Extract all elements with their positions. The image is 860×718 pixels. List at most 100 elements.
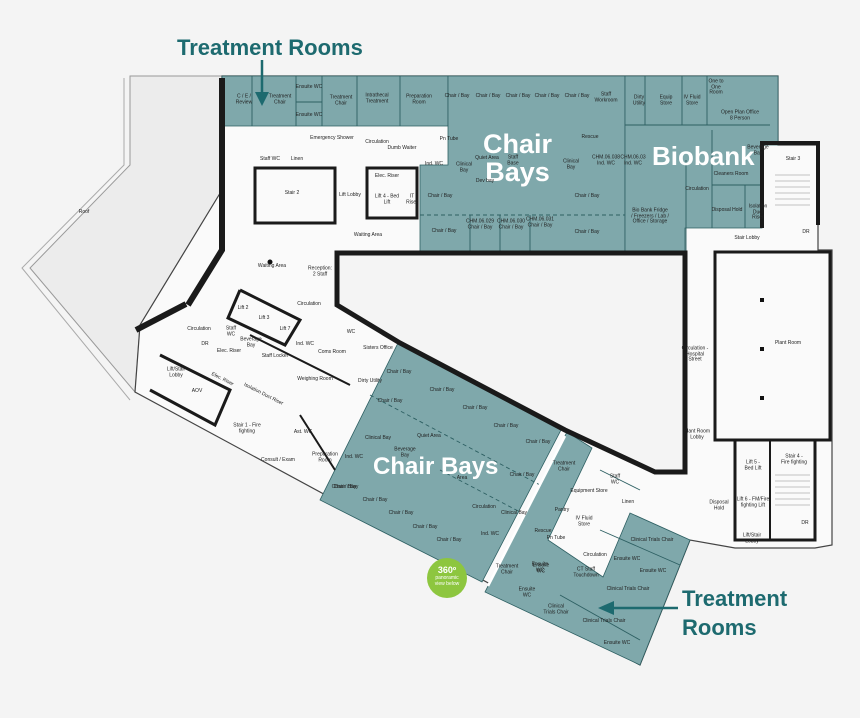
room-label-ast-wc: Ast. WC: [293, 429, 313, 436]
plant-room-wall: [713, 250, 832, 442]
room-label-chair-bay: Chair / Bay: [525, 439, 551, 446]
room-label-plant-room-lobby: Plant Room Lobby: [683, 428, 711, 440]
room-label-pn-tube: Pn Tube: [439, 136, 459, 143]
room-label-clinical-trials-chair: Clinical Trials Chair: [582, 618, 626, 625]
room-label-intrathecal-treatment: Intrathecal Treatment: [365, 92, 389, 104]
room-label-chair-bay: Chair / Bay: [493, 423, 519, 430]
courtyard: [337, 253, 685, 472]
room-label-preparation-room: Preparation Room: [312, 451, 338, 463]
room-label-it-riser: IT Riser: [406, 193, 418, 205]
room-label-lift-6-fm-fire-fighting-lift: Lift 6 - FM/Fire fighting Lift: [736, 496, 770, 508]
room-label-beverage-bay: Beverage Bay: [394, 446, 416, 458]
room-label-treatment-chair: Treatment Chair: [329, 94, 353, 106]
room-label-chair-bay: Chair / Bay: [444, 93, 470, 100]
room-label-aov: AOV: [191, 388, 203, 395]
room-label-stair-2: Stair 2: [284, 190, 300, 197]
room-label-circulation: Circulation: [685, 186, 709, 193]
room-label-isolation-duct-riser: Isolation Duct Riser: [748, 203, 768, 221]
panorama-360-button[interactable]: 360º panoramic view below: [427, 558, 467, 598]
roof-label: Roof: [78, 209, 90, 216]
room-label-chm-06-031-chair-bay: CHM.06.031 Chair / Bay: [525, 216, 555, 228]
room-label-disposal-hold: Disposal Hold: [709, 499, 729, 511]
room-label-clinical-bay: Clinical Bay: [364, 435, 392, 442]
room-label-circulation: Circulation: [187, 326, 211, 333]
stair2-wall: [253, 166, 337, 225]
room-label-chair-bay: Chair / Bay: [429, 387, 455, 394]
east-core-wall: [733, 440, 817, 542]
room-label-beverage-bay: Beverage Bay: [240, 336, 262, 348]
room-label-chair-bay: Chair / Bay: [427, 193, 453, 200]
room-label-equipment-store: Equipment Store: [570, 488, 608, 495]
room-label-chm-06-029-chair-bay: CHM.06.029 Chair / Bay: [465, 218, 495, 230]
room-label-waiting-area: Waiting Area: [353, 232, 383, 239]
room-label-chair-bay: Chair / Bay: [505, 93, 531, 100]
room-label-equip-store: Equip Store: [659, 94, 673, 106]
room-label-emergency-shower: Emergency Shower: [310, 135, 354, 142]
room-label-chair-bay: Chair / Bay: [362, 497, 388, 504]
room-label-ensuite-wc: Ensuite WC: [603, 640, 631, 647]
badge-value: 360º: [437, 565, 457, 575]
room-label-lift-5-bed-lift: Lift 5 - Bed Lift: [744, 459, 762, 471]
room-label-staff-base: Staff Base: [507, 154, 519, 166]
room-label-clinical-trials-chair: Clinical Trials Chair: [630, 537, 674, 544]
roof-edge: [21, 78, 131, 401]
room-label-weighing-room: Weighing Room: [297, 376, 333, 383]
room-label-chair-bay: Chair / Bay: [509, 472, 535, 479]
room-label-elec-riser: Elec. Riser: [216, 348, 242, 355]
room-label-coms-room: Coms Room: [318, 349, 346, 356]
room-label-clinical-bay: Clinical Bay: [500, 510, 528, 517]
room-label-lift-stair-lobby: Lift/Stair Lobby: [742, 532, 762, 544]
room-label-ensuite-wc: Ensuite WC: [531, 561, 549, 573]
room-label-dr: DR: [801, 520, 809, 527]
room-label-stair-lobby: Stair Lobby: [734, 235, 760, 242]
room-label-ct-staff-touchdown: CT Staff Touchdown: [573, 566, 599, 578]
room-label-elec-riser: Elec. Riser: [374, 173, 400, 180]
room-label-pantry: Pantry: [554, 507, 570, 514]
room-label-quiet-area: Quiet Area: [417, 433, 441, 440]
heading-biobank: Biobank: [652, 141, 755, 171]
room-label-chair-bay: Chair / Bay: [436, 537, 462, 544]
room-label-stair-3: Stair 3: [785, 156, 801, 163]
room-label-clinical-bay: Clinical Bay: [562, 158, 580, 170]
room-label-reception-2-staff: Reception: 2 Staff: [308, 265, 332, 277]
room-label-treatment-chair: Treatment Chair: [268, 93, 292, 105]
room-label-rescue: Rescue: [534, 528, 552, 535]
room-label-ensuite-wc: Ensuite WC: [295, 84, 323, 91]
room-label-dirty-utility: Dirty Utility: [358, 378, 382, 385]
room-label-linen: Linen: [290, 156, 304, 163]
room-label-bio-bank-fridge-freezers-lab-office-storage: Bio Bank Fridge / Freezers / Lab / Offic…: [631, 207, 669, 225]
room-label-ensuite-wc: Ensuite WC: [295, 112, 323, 119]
room-label-chair-bay: Chair / Bay: [534, 93, 560, 100]
heading-treatment-rooms-top: Treatment Rooms: [177, 35, 363, 60]
room-label-c-e-review: C / E / Review: [235, 93, 253, 105]
room-label-circulation: Circulation: [583, 552, 607, 559]
room-label-staff-wc: Staff WC: [225, 325, 237, 337]
heading-chair-bays-top: Chair Bays: [482, 129, 553, 187]
room-label-circulation-hospital-street: Circulation - Hospital Street: [681, 345, 709, 363]
room-label-chair-bay: Chair / Bay: [475, 93, 501, 100]
room-label-disposal-hold: Disposal Hold: [711, 207, 743, 214]
room-label-lift-lobby: Lift Lobby: [339, 192, 361, 199]
room-label-sisters-office: Sisters Office: [363, 345, 393, 352]
room-label-lift-7: Lift 7: [279, 326, 291, 333]
room-label-chm-06-030-chair-bay: CHM.06.030 Chair / Bay: [496, 218, 526, 230]
corridor-divider: [486, 435, 567, 587]
room-label-chair-bay: Chair / Bay: [412, 524, 438, 531]
room-label-clinical-bay: Clinical Bay: [455, 161, 473, 173]
room-label-open-plan-office-8-person: Open Plan Office 8 Person: [721, 109, 759, 121]
room-label-ensuite-wc: Ensuite WC: [518, 586, 536, 598]
room-label-lift-3: Lift 3: [258, 315, 270, 322]
west-wall: [185, 78, 225, 307]
room-label-ensuite-wc: Ensuite WC: [639, 568, 667, 575]
room-label-area: Area: [456, 475, 468, 482]
heading-treatment-rooms-bottom: Treatment Rooms: [682, 586, 788, 640]
room-label-ind-wc: Ind. WC: [424, 161, 444, 168]
room-label-chair-bay: Chair / Bay: [564, 93, 590, 100]
room-label-wc: WC: [346, 329, 356, 336]
room-label-circulation: Circulation: [472, 504, 496, 511]
room-label-staff-wc: Staff WC: [260, 156, 280, 163]
room-label-staff-locker: Staff Locker: [261, 353, 289, 360]
room-label-beverage-bay: Beverage Bay: [747, 144, 769, 156]
room-label-treatment-chair: Treatment Chair: [552, 460, 576, 472]
room-label-ensuite-wc: Ensuite WC: [613, 556, 641, 563]
